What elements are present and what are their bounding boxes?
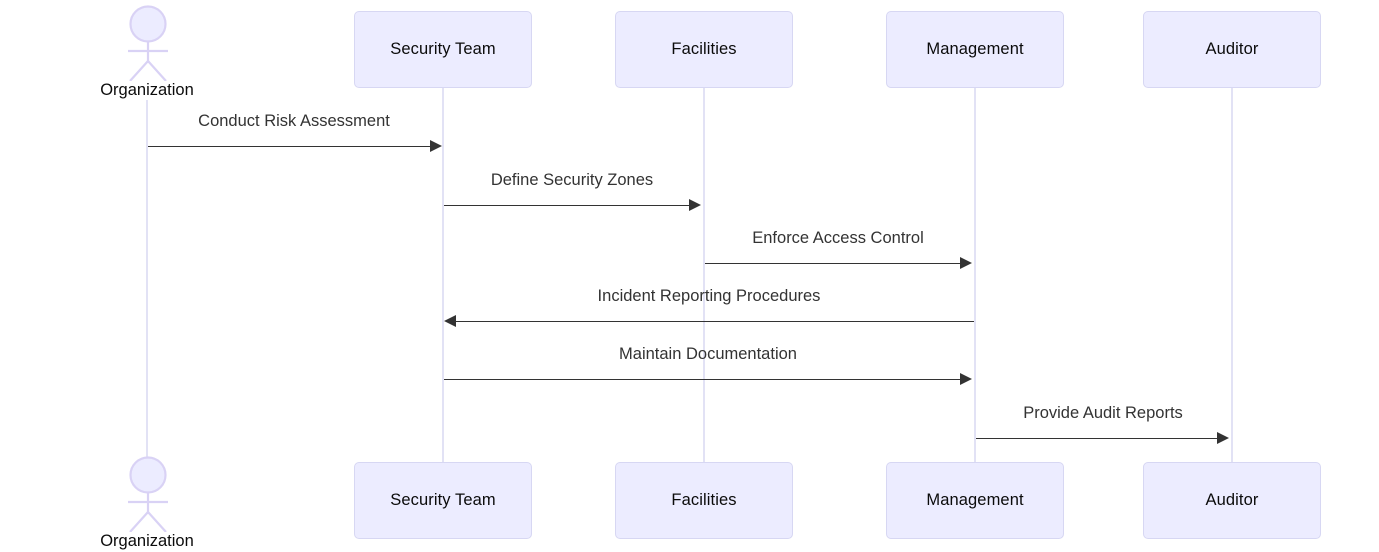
participant-label-auditor-top: Auditor <box>1205 40 1259 58</box>
message-line-define-security-zones <box>444 205 689 206</box>
message-line-enforce-access-control <box>705 263 960 264</box>
message-label-incident-reporting-procedures: Incident Reporting Procedures <box>597 287 821 305</box>
message-label-maintain-documentation: Maintain Documentation <box>619 345 797 363</box>
actor-head-icon <box>129 5 167 43</box>
participant-label-facilities-bottom: Facilities <box>671 491 737 509</box>
actor-organization-top[interactable] <box>119 3 177 81</box>
participant-box-security-team-top[interactable]: Security Team <box>354 11 532 88</box>
message-label-define-security-zones: Define Security Zones <box>490 171 654 189</box>
message-arrowhead-incident-reporting-procedures <box>444 314 456 327</box>
participant-box-facilities-bottom[interactable]: Facilities <box>615 462 793 539</box>
actor-head-icon <box>129 456 167 494</box>
participant-box-management-top[interactable]: Management <box>886 11 1064 88</box>
actor-leg-left-icon <box>129 511 149 532</box>
actor-leg-right-icon <box>147 60 167 81</box>
lifeline-security-team <box>442 88 444 462</box>
lifeline-organization <box>146 100 148 462</box>
participant-box-auditor-bottom[interactable]: Auditor <box>1143 462 1321 539</box>
actor-organization-bottom[interactable] <box>119 454 177 532</box>
message-label-conduct-risk-assessment: Conduct Risk Assessment <box>198 112 390 130</box>
message-line-provide-audit-reports <box>976 438 1217 439</box>
message-line-conduct-risk-assessment <box>148 146 432 147</box>
participant-label-security-team-top: Security Team <box>390 40 496 58</box>
participant-label-management-bottom: Management <box>926 491 1024 509</box>
participant-box-security-team-bottom[interactable]: Security Team <box>354 462 532 539</box>
message-arrowhead-enforce-access-control <box>960 256 972 269</box>
actor-label-organization-bottom: Organization <box>100 532 194 550</box>
message-line-incident-reporting-procedures <box>456 321 974 322</box>
lifeline-facilities <box>703 88 705 462</box>
participant-label-facilities-top: Facilities <box>671 40 737 58</box>
message-line-maintain-documentation <box>444 379 960 380</box>
participant-label-auditor-bottom: Auditor <box>1205 491 1259 509</box>
actor-label-organization-top: Organization <box>100 81 194 99</box>
participant-box-auditor-top[interactable]: Auditor <box>1143 11 1321 88</box>
message-arrowhead-maintain-documentation <box>960 372 972 385</box>
actor-leg-left-icon <box>129 60 149 81</box>
message-label-provide-audit-reports: Provide Audit Reports <box>1023 404 1183 422</box>
participant-label-management-top: Management <box>926 40 1024 58</box>
message-label-enforce-access-control: Enforce Access Control <box>752 229 924 247</box>
message-arrowhead-conduct-risk-assessment <box>430 139 442 152</box>
participant-box-facilities-top[interactable]: Facilities <box>615 11 793 88</box>
message-arrowhead-provide-audit-reports <box>1217 431 1229 444</box>
lifeline-management <box>974 88 976 462</box>
actor-leg-right-icon <box>147 511 167 532</box>
participant-label-security-team-bottom: Security Team <box>390 491 496 509</box>
lifeline-auditor <box>1231 88 1233 462</box>
participant-box-management-bottom[interactable]: Management <box>886 462 1064 539</box>
message-arrowhead-define-security-zones <box>689 198 701 211</box>
